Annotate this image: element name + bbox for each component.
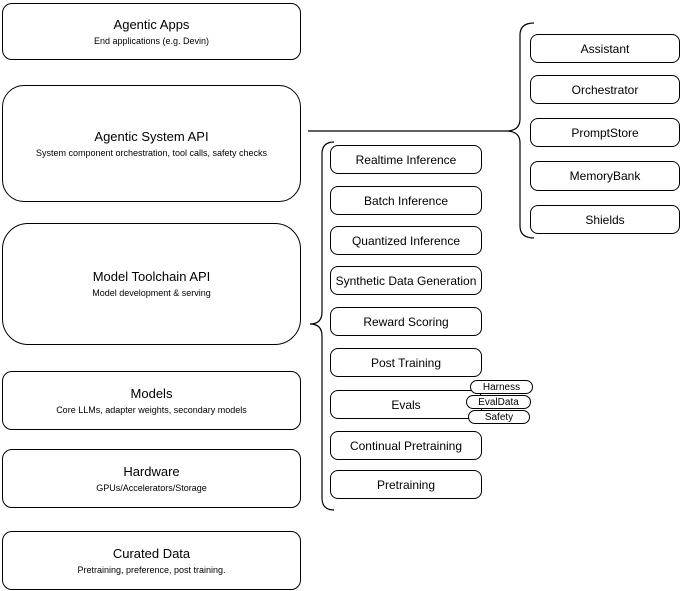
service-label: Post Training: [370, 355, 442, 370]
service-label: Reward Scoring: [363, 314, 449, 329]
service-box-reward-scoring: Reward Scoring: [330, 307, 482, 336]
hardware-subtitle: GPUs/Accelerators/Storage: [96, 482, 207, 493]
component-label: Shields: [585, 212, 625, 227]
system-components-brace: [505, 22, 535, 239]
component-box-promptstore: PromptStore: [530, 118, 680, 147]
agentic-apps-box: Agentic Apps End applications (e.g. Devi…: [2, 3, 301, 60]
model-toolchain-api-box: Model Toolchain API Model development & …: [2, 223, 301, 345]
agentic-system-api-title: Agentic System API: [94, 128, 209, 144]
hardware-box: Hardware GPUs/Accelerators/Storage: [2, 449, 301, 508]
component-box-shields: Shields: [530, 205, 680, 234]
eval-tag-label: Harness: [482, 381, 521, 393]
service-box-pretraining: Pretraining: [330, 470, 482, 499]
eval-tag-safety: Safety: [468, 410, 530, 424]
model-toolchain-api-subtitle: Model development & serving: [92, 288, 211, 298]
component-box-assistant: Assistant: [530, 34, 680, 63]
service-box-quantized-inference: Quantized Inference: [330, 226, 482, 255]
component-box-memorybank: MemoryBank: [530, 161, 680, 191]
eval-tag-evaldata: EvalData: [466, 395, 531, 409]
toolchain-services-brace: [309, 141, 335, 511]
agentic-apps-subtitle: End applications (e.g. Devin): [93, 35, 210, 46]
service-label: Pretraining: [376, 477, 436, 492]
service-label: Continual Pretraining: [349, 438, 463, 453]
models-box: Models Core LLMs, adapter weights, secon…: [2, 371, 301, 430]
eval-tag-label: EvalData: [478, 396, 519, 408]
service-label: Synthetic Data Generation: [335, 273, 477, 288]
component-label: PromptStore: [571, 125, 639, 140]
model-toolchain-api-title: Model Toolchain API: [92, 269, 211, 284]
hardware-title: Hardware: [123, 463, 180, 479]
component-box-orchestrator: Orchestrator: [530, 75, 680, 104]
service-box-evals: Evals: [330, 390, 482, 419]
service-label: Batch Inference: [363, 193, 449, 208]
models-title: Models: [130, 385, 173, 401]
service-box-post-training: Post Training: [330, 348, 482, 377]
component-label: Assistant: [580, 41, 630, 56]
curated-data-subtitle: Pretraining, preference, post training.: [77, 564, 226, 575]
service-box-continual-pretraining: Continual Pretraining: [330, 431, 482, 460]
eval-tag-label: Safety: [484, 411, 514, 423]
service-label: Realtime Inference: [355, 152, 457, 167]
service-label: Quantized Inference: [351, 233, 461, 248]
agentic-apps-title: Agentic Apps: [113, 16, 190, 32]
agentic-system-api-subtitle: System component orchestration, tool cal…: [35, 147, 268, 158]
curated-data-box: Curated Data Pretraining, preference, po…: [2, 531, 301, 590]
component-label: MemoryBank: [569, 169, 641, 183]
service-box-batch-inference: Batch Inference: [330, 186, 482, 215]
service-label: Evals: [391, 397, 421, 412]
eval-tag-harness: Harness: [470, 380, 533, 394]
models-subtitle: Core LLMs, adapter weights, secondary mo…: [56, 404, 247, 415]
service-box-realtime-inference: Realtime Inference: [330, 145, 482, 174]
service-box-synthetic-data-generation: Synthetic Data Generation: [330, 266, 482, 295]
agentic-system-api-box: Agentic System API System component orch…: [2, 85, 301, 202]
component-label: Orchestrator: [571, 82, 639, 97]
curated-data-title: Curated Data: [112, 545, 191, 561]
